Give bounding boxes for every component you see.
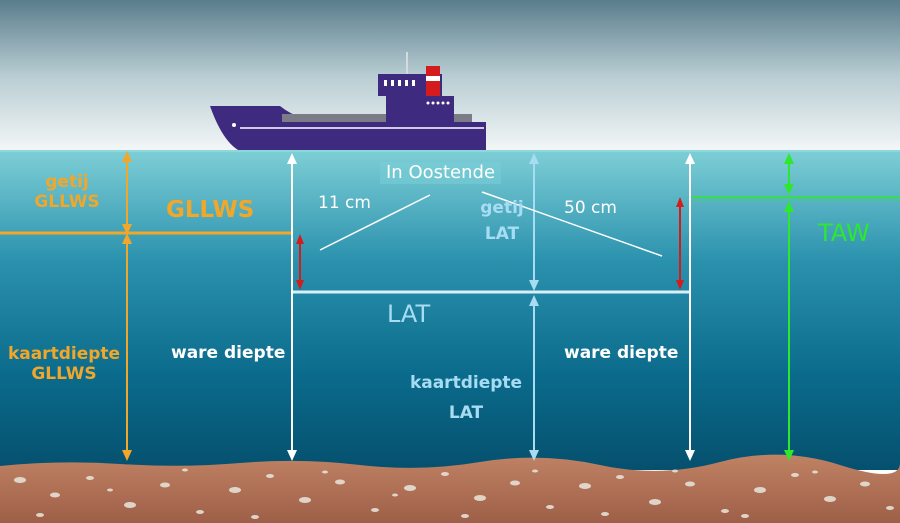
getij-gllws-label-line1: getij [22,172,112,192]
cm-11-label: 11 cm [318,193,371,213]
getij-gllws-label: getij GLLWS [22,172,112,213]
in-oostende-label: In Oostende [380,162,501,184]
kaartdiepte-lat-label-line2: LAT [406,403,526,423]
ship-superstructure [386,96,454,122]
ware-diepte-left-label: ware diepte [171,343,285,363]
kaartdiepte-gllws-label: kaartdiepte GLLWS [4,344,124,385]
taw-label: TAW [818,219,870,248]
cm-50-label: 50 cm [564,198,617,218]
ship-porthole [232,123,236,127]
kaartdiepte-gllws-label-line1: kaartdiepte [4,344,124,364]
kaartdiepte-lat-label-line1: kaartdiepte [406,373,526,393]
kaartdiepte-gllws-label-line2: GLLWS [4,364,124,384]
ship-funnel-band [426,76,440,81]
getij-lat-label-line2: LAT [468,224,536,244]
gllws-big-label: GLLWS [166,197,254,225]
getij-lat-label: getij LAT [468,198,536,245]
ware-diepte-right-label: ware diepte [564,343,678,363]
kaartdiepte-lat-label: kaartdiepte LAT [406,373,526,424]
getij-lat-label-line1: getij [468,198,536,218]
lat-big-label: LAT [387,300,430,329]
getij-gllws-label-line2: GLLWS [22,192,112,212]
